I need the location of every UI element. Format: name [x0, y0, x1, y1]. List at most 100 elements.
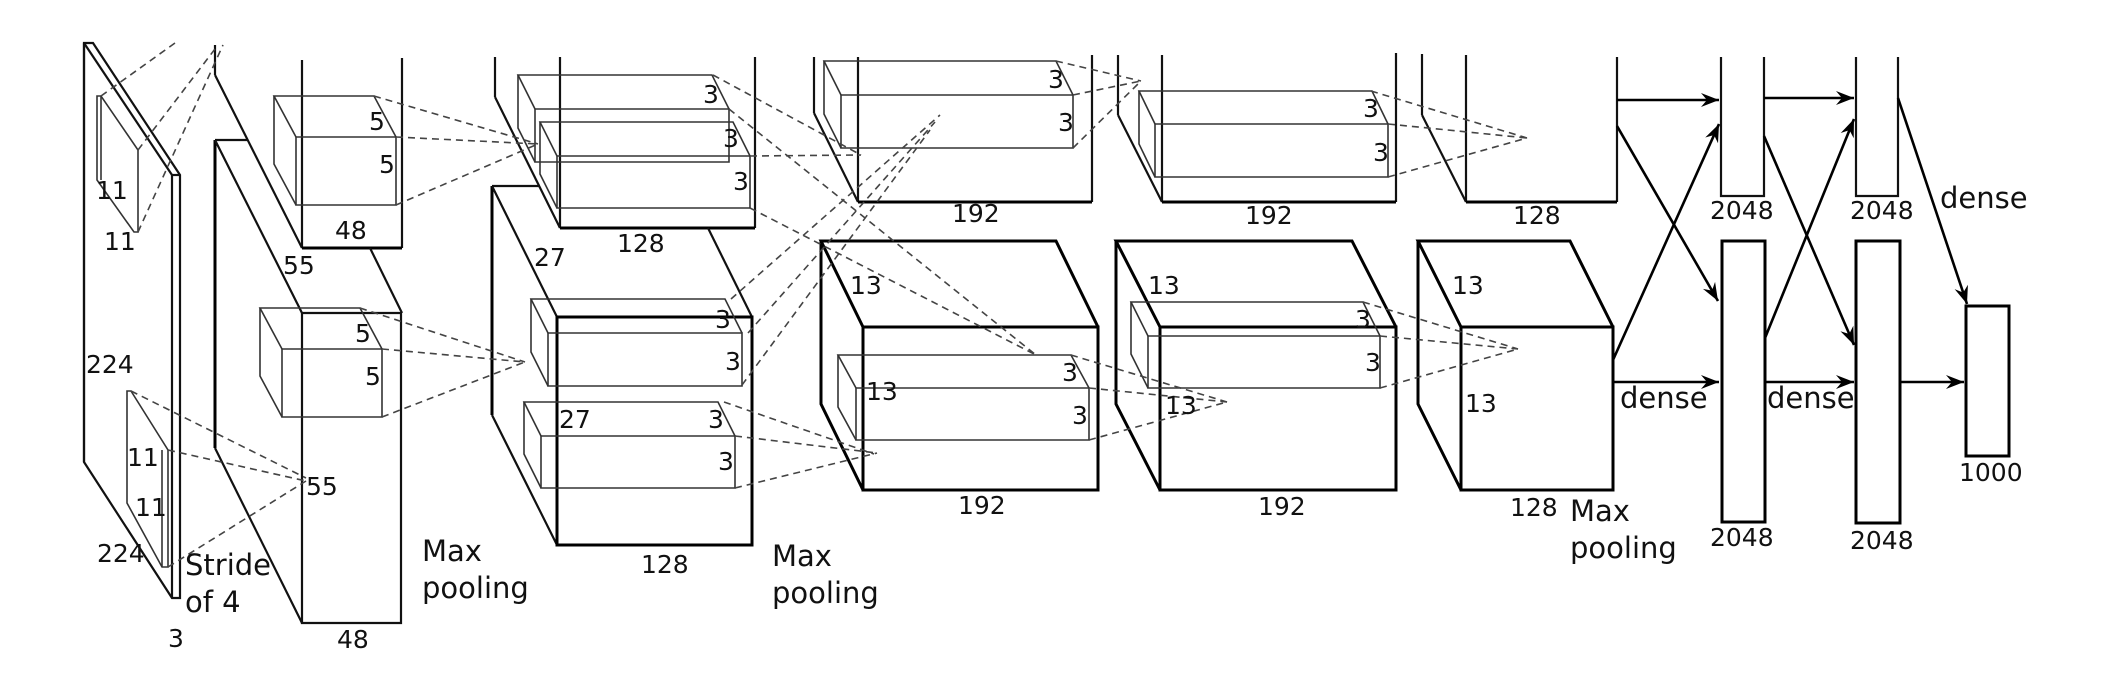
conv4-top-kernel-w-label: 3 — [1373, 138, 1389, 167]
conv1-bottom-bottom-diag — [214, 447, 303, 624]
conv2-kernel-bottom-a-front — [547, 332, 743, 387]
conv4-bottom-kernel-h-label: 3 — [1355, 305, 1371, 334]
input-slab-top-inner — [83, 42, 173, 176]
conv1-bottom-depth-label: 48 — [337, 625, 369, 654]
conv1-bottom-top-diag — [214, 139, 303, 314]
receptive-field-line — [1362, 301, 1519, 350]
conv2-top-depth-label: 128 — [617, 229, 665, 258]
receptive-field-line — [1387, 137, 1528, 178]
conv2-kernel-bottom-a-side — [530, 299, 549, 387]
arrow-conv5top-fc6bottom — [1615, 125, 1720, 302]
receptive-field-line — [1387, 123, 1528, 139]
arrow-conv5bottom-fc6top — [1611, 123, 1721, 361]
receptive-field-line — [167, 449, 307, 482]
receptive-field-line — [1055, 60, 1142, 82]
pool1-label-line2: pooling — [422, 571, 529, 605]
conv2-top-kernel-a-h-label: 3 — [703, 80, 719, 109]
arrow-fc7bottom-output-head — [1946, 375, 1964, 389]
conv3-bottom-side — [819, 241, 865, 491]
conv1-top-kernel-h-label: 5 — [369, 107, 385, 136]
conv2-top-diag — [494, 96, 561, 229]
conv3-kernel-bottom-side — [837, 355, 857, 441]
conv4-kernel-bottom-side — [1130, 302, 1149, 389]
receptive-field-line — [1072, 80, 1142, 149]
pool5-label-line2: pooling — [1570, 531, 1677, 565]
receptive-field-line — [712, 74, 862, 156]
arrow-fc7top-output-head — [1954, 284, 1968, 304]
conv2-kernel-top-a-top — [516, 74, 730, 110]
arrow-fc6top-fc7top-head — [1836, 91, 1854, 105]
conv3-top-diag — [813, 112, 859, 203]
conv2-bottom-kernel-a-w-label: 3 — [725, 347, 741, 376]
conv5-bottom-top — [1415, 239, 1615, 328]
conv2-kernel-bottom-b-front — [540, 435, 736, 489]
receptive-field-line — [100, 42, 176, 97]
arrow-fc6bottom-fc7top-head — [1840, 119, 1854, 139]
conv2-top-kernel-a-w-label: 3 — [723, 124, 739, 153]
conv2-bottom-kernel-a-h-label: 3 — [715, 305, 731, 334]
fc7-bottom-box — [1854, 239, 1902, 525]
conv4-top-depth-label: 192 — [1245, 201, 1293, 230]
fc6-bottom-box — [1720, 239, 1767, 524]
receptive-field-line — [723, 401, 875, 455]
conv3-kernel-bottom-top — [836, 354, 1090, 389]
conv4-top-diag — [1117, 114, 1163, 203]
conv3-bottom-kernel-w-label: 3 — [1072, 401, 1088, 430]
conv3-kernel-top-front — [840, 94, 1074, 149]
conv1-size-side-label: 55 — [306, 472, 338, 501]
conv1-size-label: 55 — [283, 251, 315, 280]
arrow-fc7top-output — [1896, 97, 1969, 305]
receptive-field-line — [373, 95, 539, 145]
conv2-bottom-kernel-b-w-label: 3 — [718, 447, 734, 476]
conv4-bottom-depth-label: 192 — [1258, 492, 1306, 521]
conv1-bottom-front — [300, 311, 403, 625]
receptive-field-line — [747, 121, 936, 334]
input-height-label: 224 — [86, 350, 134, 379]
conv2-kernel-top-b-top — [538, 121, 751, 157]
conv5-top-depth-label: 128 — [1513, 201, 1561, 230]
receptive-field-line — [137, 44, 224, 233]
receptive-field-line — [1070, 354, 1228, 403]
receptive-field-line — [741, 129, 931, 386]
conv1-kernel-top-top — [272, 95, 397, 138]
receptive-field-line — [730, 114, 941, 300]
arrow-fc6top-fc7bottom — [1762, 135, 1856, 346]
fc6-bottom-units-label: 2048 — [1710, 523, 1774, 552]
fc7-top-box — [1854, 57, 1900, 198]
conv2-bottom-kernel-b-h-label: 3 — [708, 405, 724, 434]
conv2-kernel-top-a-side — [517, 75, 536, 163]
fc7-bottom-units-label: 2048 — [1850, 526, 1914, 555]
pool5-label-line1: Max — [1570, 494, 1630, 528]
conv5-size-label: 13 — [1452, 271, 1484, 300]
arrow-fc6top-fc7bottom-head — [1840, 325, 1854, 345]
arrow-conv5bottom-fc6bottom-head — [1701, 375, 1719, 389]
conv2-size-front-label: 27 — [559, 405, 591, 434]
diagram-shapes — [82, 41, 2011, 625]
conv3-top-kernel-w-label: 3 — [1058, 108, 1074, 137]
fc7-dense-label: dense — [1767, 381, 1855, 415]
input-kernel2-height-label: 11 — [127, 443, 159, 472]
receptive-field-line — [1072, 80, 1142, 96]
conv2-kernel-top-a-front — [534, 108, 730, 163]
conv2-kernel-bottom-b-side — [523, 402, 542, 489]
conv2-bottom-depth-label: 128 — [641, 550, 689, 579]
conv1-top-right-diag — [369, 247, 403, 314]
output-units-label: 1000 — [1959, 458, 2023, 487]
fc6-top-box — [1719, 57, 1766, 198]
conv4-kernel-bottom-top — [1129, 301, 1381, 337]
receptive-field-line — [749, 154, 862, 157]
input-kernel-height-label: 11 — [96, 176, 128, 205]
conv3-top-kernel-h-label: 3 — [1048, 65, 1064, 94]
conv2-bottom-bottom-diag — [491, 414, 558, 546]
conv4-bottom-side — [1114, 241, 1162, 491]
conv1-top-depth-label: 48 — [335, 216, 367, 245]
conv3-kernel-top-top — [822, 60, 1074, 96]
fc6-top-units-label: 2048 — [1710, 196, 1774, 225]
receptive-field-line — [381, 361, 526, 418]
conv1-kernel-top-side — [273, 96, 297, 206]
receptive-field-line — [1379, 348, 1519, 389]
pool1-label-line1: Max — [422, 534, 482, 568]
conv5-bottom-side — [1416, 241, 1463, 491]
conv1-top-kernel-w-label: 5 — [379, 150, 395, 179]
